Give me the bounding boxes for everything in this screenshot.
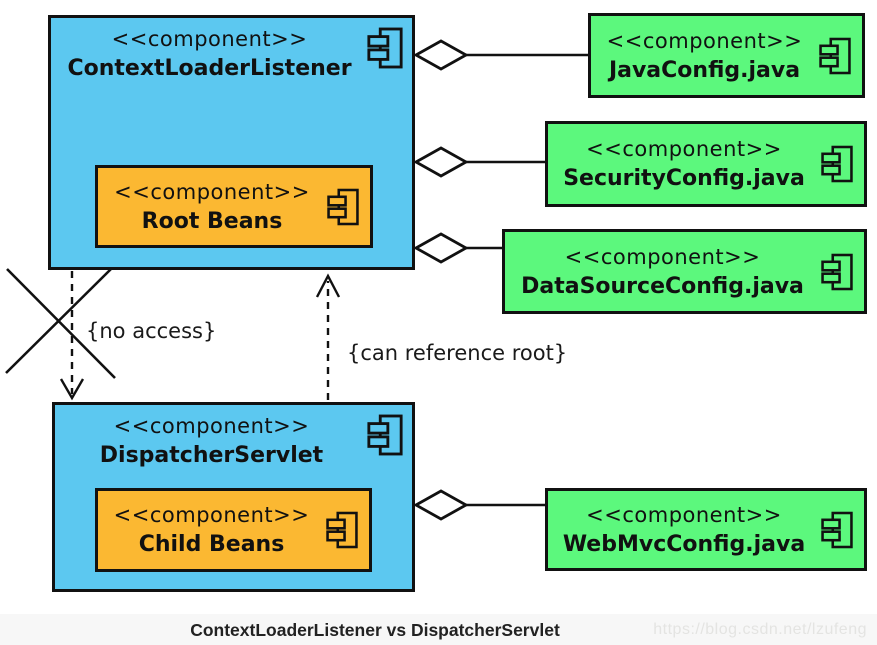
- component-context-loader-listener: <<component>> ContextLoaderListener <<co…: [48, 15, 415, 270]
- component-title-block: <<component>> JavaConfig.java: [591, 27, 862, 85]
- component-dispatcher-servlet: <<component>> DispatcherServlet <<compon…: [52, 402, 415, 592]
- component-icon: [327, 188, 359, 225]
- aggregation-webmvc-config: [413, 489, 545, 521]
- component-name: ContextLoaderListener: [67, 56, 352, 81]
- footer-bar: ContextLoaderListener vs DispatcherServl…: [0, 614, 877, 645]
- component-title-block: <<component>> DispatcherServlet: [55, 405, 412, 470]
- component-icon: [326, 511, 358, 549]
- component-icon: [367, 27, 403, 69]
- component-title-block: <<component>> Child Beans: [98, 501, 369, 559]
- stereotype-label: <<component>>: [113, 414, 310, 438]
- component-icon: [821, 145, 853, 183]
- diagram-caption: ContextLoaderListener vs DispatcherServl…: [190, 620, 560, 640]
- stereotype-label: <<component>>: [111, 27, 308, 51]
- component-title-block: <<component>> WebMvcConfig.java: [548, 501, 864, 559]
- no-access-label: {no access}: [86, 319, 217, 343]
- component-icon: [821, 511, 853, 548]
- component-webmvc-config: <<component>> WebMvcConfig.java: [545, 488, 867, 571]
- component-title-block: <<component>> DataSourceConfig.java: [505, 243, 864, 301]
- stereotype-label: <<component>>: [586, 502, 782, 527]
- component-name: WebMvcConfig.java: [562, 531, 806, 557]
- component-title-block: <<component>> Root Beans: [98, 178, 370, 236]
- watermark-url: https://blog.csdn.net/lzufeng: [653, 621, 867, 638]
- can-reference-root-label: {can reference root}: [347, 341, 568, 365]
- component-title-block: <<component>> SecurityConfig.java: [548, 135, 864, 193]
- dependency-arrow-can-reference: [315, 273, 341, 400]
- component-name: Root Beans: [141, 208, 283, 234]
- component-name: Child Beans: [138, 532, 285, 557]
- stereotype-label: <<component>>: [113, 503, 310, 527]
- aggregation-security-config: [413, 146, 545, 178]
- stereotype-label: <<component>>: [606, 28, 803, 53]
- component-name: DataSourceConfig.java: [521, 273, 804, 299]
- component-root-beans: <<component>> Root Beans: [95, 165, 373, 248]
- stereotype-label: <<component>>: [586, 137, 782, 161]
- aggregation-datasource-config: [413, 232, 502, 264]
- component-name: SecurityConfig.java: [563, 166, 805, 191]
- component-child-beans: <<component>> Child Beans: [95, 488, 372, 572]
- component-title-block: <<component>> ContextLoaderListener: [51, 18, 412, 83]
- component-security-config: <<component>> SecurityConfig.java: [545, 121, 867, 207]
- component-icon: [819, 37, 851, 74]
- dependency-arrow-no-access: [59, 271, 85, 401]
- component-datasource-config: <<component>> DataSourceConfig.java: [502, 229, 867, 314]
- stereotype-label: <<component>>: [114, 179, 310, 204]
- stereotype-label: <<component>>: [564, 244, 761, 269]
- component-icon: [367, 414, 403, 456]
- aggregation-java-config: [413, 39, 588, 71]
- component-name: DispatcherServlet: [99, 443, 324, 468]
- component-java-config: <<component>> JavaConfig.java: [588, 13, 865, 98]
- component-name: JavaConfig.java: [608, 57, 801, 83]
- component-icon: [821, 253, 853, 290]
